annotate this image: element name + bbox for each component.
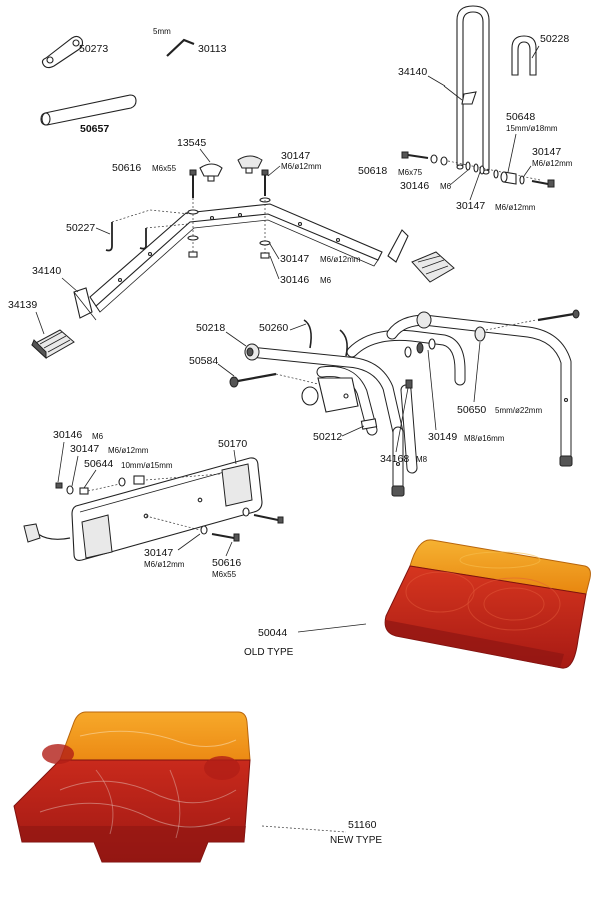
bolt-30147-upper	[259, 169, 271, 203]
main-bracket-frame	[89, 203, 383, 313]
end-cap-50218	[244, 343, 260, 361]
end-cap-rear	[416, 311, 432, 329]
lens-old-type-50044	[384, 539, 591, 669]
label-13545: 13545	[177, 137, 206, 149]
label-30146-lower: 30146	[280, 274, 309, 286]
hoop-frame-upper-right	[456, 5, 490, 175]
strap-50273	[41, 35, 84, 69]
label-30113: 30113	[198, 43, 227, 55]
label-50227: 50227	[66, 222, 95, 234]
label-30147-lower: 30147	[280, 253, 309, 265]
caption-old-type: OLD TYPE	[244, 647, 294, 658]
board-fasteners	[55, 475, 284, 542]
frame-nuts	[404, 326, 486, 389]
label-50212: 50212	[313, 431, 342, 443]
bolt-30147-right	[531, 179, 555, 188]
label-34140-right: 34140	[398, 66, 427, 78]
label-30147-upper-size: M6/ø12mm	[281, 162, 322, 171]
knob-13545-right	[237, 155, 263, 174]
nut-30146-lower	[260, 252, 270, 259]
label-34168-size: M8	[416, 455, 428, 464]
tube-50657	[40, 94, 137, 126]
label-50616-upper: 50616	[112, 162, 141, 174]
label-30147-lower-size: M6/ø12mm	[320, 255, 361, 264]
label-51160: 51160	[348, 819, 377, 831]
label-30147-hoop: 30147	[456, 200, 485, 212]
label-50273: 50273	[79, 43, 108, 55]
rear-frame-tubes	[244, 314, 572, 494]
label-50044: 50044	[258, 627, 287, 639]
cable-50260	[303, 319, 348, 357]
label-50648-size: 15mm/ø18mm	[506, 124, 558, 133]
label-50657: 50657	[80, 123, 109, 135]
label-30149: 30149	[428, 431, 457, 443]
long-bolt-right	[537, 309, 580, 322]
bolt-50212	[360, 418, 378, 430]
connector-cable	[23, 523, 71, 543]
caption-new-type: NEW TYPE	[330, 835, 382, 846]
nut-lower-left	[188, 251, 198, 258]
clamp-right-upper	[387, 229, 455, 283]
lens-new-type-51160	[13, 711, 251, 863]
light-board-50170	[71, 457, 263, 561]
bolt-50618	[401, 151, 448, 166]
mount-plate-50212	[301, 377, 359, 413]
label-30147-upper: 30147	[281, 150, 310, 162]
label-34168: 34168	[380, 453, 409, 465]
label-50616-upper-size: M6x55	[152, 164, 177, 173]
label-50648: 50648	[506, 111, 535, 123]
label-30147-hoop-size: M6/ø12mm	[495, 203, 536, 212]
spacer-50648	[500, 171, 525, 185]
label-30147-board-size: M6/ø12mm	[108, 446, 149, 455]
label-34140-left: 34140	[32, 265, 61, 277]
hook-50227	[105, 222, 147, 252]
label-50218: 50218	[196, 322, 225, 334]
label-30146-lower-size: M6	[320, 276, 332, 285]
label-30147-board-lower: 30147	[144, 547, 173, 559]
label-30146-hoop: 30146	[400, 180, 429, 192]
label-50644: 50644	[84, 458, 113, 470]
label-50228: 50228	[540, 33, 569, 45]
washer-upper-left	[187, 209, 199, 215]
bolt-50616-upper	[189, 169, 197, 198]
label-30146-hoop-size: M6	[440, 182, 452, 191]
label-34139: 34139	[8, 299, 37, 311]
label-30146-board: 30146	[53, 429, 82, 441]
bolt-50584	[229, 372, 277, 388]
label-50650-size: 5mm/ø22mm	[495, 406, 542, 415]
label-50650: 50650	[457, 404, 486, 416]
label-30147-board: 30147	[70, 443, 99, 455]
label-50616-board-size: M6x55	[212, 570, 237, 579]
label-50260: 50260	[259, 322, 288, 334]
clip-34140-right	[443, 85, 477, 105]
label-50170: 50170	[218, 438, 247, 450]
label-30147-right-size: M6/ø12mm	[532, 159, 573, 168]
clamp-block-34139	[31, 329, 75, 360]
washer-lower-left	[187, 235, 199, 241]
hex-key-30113	[166, 38, 195, 57]
label-50584: 50584	[189, 355, 218, 367]
label-50618: 50618	[358, 165, 387, 177]
label-30147-right: 30147	[532, 146, 561, 158]
label-50618-size: M6x75	[398, 168, 423, 177]
frame-feet	[391, 455, 573, 497]
u-clip-50228	[511, 35, 537, 76]
label-50644-size: 10mm/ø15mm	[121, 461, 173, 470]
label-30146-board-size: M6	[92, 432, 104, 441]
label-50616-board: 50616	[212, 557, 241, 569]
clamp-34140-left	[73, 287, 97, 321]
knob-13545	[199, 163, 223, 182]
washer-30147-lower	[259, 240, 271, 246]
hoop-washers	[465, 161, 499, 179]
label-30147-board-lower-size: M6/ø12mm	[144, 560, 185, 569]
label-30149-size: M8/ø16mm	[464, 434, 505, 443]
label-5mm: 5mm	[153, 27, 171, 36]
